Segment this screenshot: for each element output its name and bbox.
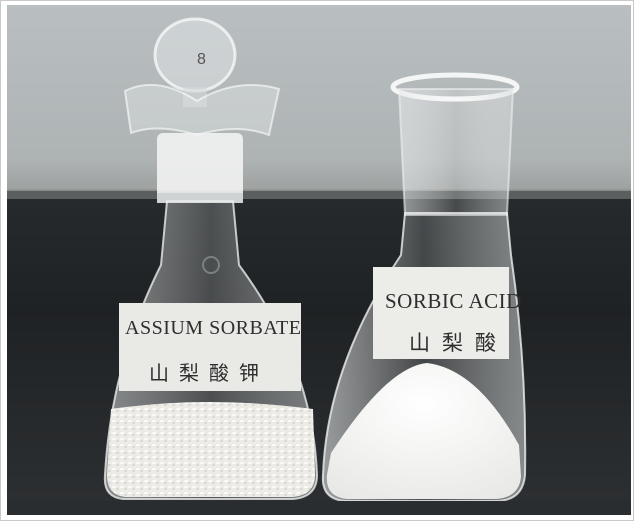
left-label-chinese: 山梨酸钾 (149, 363, 269, 385)
right-label-english: SORBIC ACID (385, 289, 522, 313)
right-flask (321, 72, 527, 502)
photo: 8 ASSIUM SORBATE 山梨酸钾 SORBIC ACID 山梨酸 (7, 5, 631, 515)
right-label (373, 267, 509, 359)
table-edge (7, 191, 631, 199)
left-flask (103, 17, 319, 500)
table-reflection (7, 501, 631, 515)
left-label-english: ASSIUM SORBATE (125, 317, 301, 339)
photo-scene (7, 17, 631, 515)
right-label-chinese: 山梨酸 (409, 331, 508, 355)
stopper-number: 8 (197, 51, 206, 68)
left-label (119, 303, 301, 391)
